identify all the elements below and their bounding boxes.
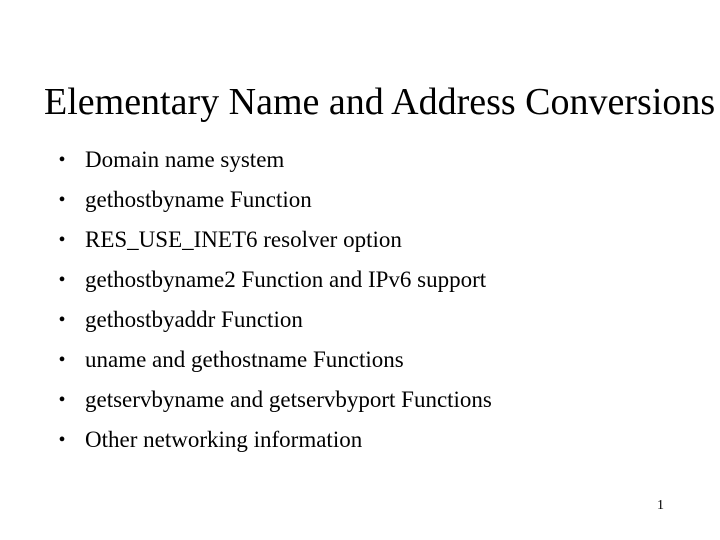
bullet-point-icon: • <box>58 309 66 331</box>
list-item-label: RES_USE_INET6 resolver option <box>85 227 402 252</box>
list-item[interactable]: • gethostbyname Function <box>50 180 690 220</box>
list-item[interactable]: • Domain name system <box>50 140 690 180</box>
list-item[interactable]: • uname and gethostname Functions <box>50 340 690 380</box>
list-item-label: uname and gethostname Functions <box>85 347 404 372</box>
list-item-label: getservbyname and getservbyport Function… <box>85 387 492 412</box>
bullet-point-icon: • <box>58 429 66 451</box>
list-item-label: gethostbyname Function <box>85 187 312 212</box>
page-title: Elementary Name and Address Conversions <box>44 81 716 124</box>
list-item[interactable]: • Other networking information <box>50 420 690 460</box>
list-item-label: gethostbyname2 Function and IPv6 support <box>85 267 487 292</box>
bullet-point-icon: • <box>58 389 66 411</box>
bullet-point-icon: • <box>58 149 66 171</box>
bullet-point-icon: • <box>58 189 66 211</box>
list-item-label: Domain name system <box>85 147 285 172</box>
page-number: 1 <box>657 498 664 513</box>
list-item[interactable]: • gethostbyname2 Function and IPv6 suppo… <box>50 260 690 300</box>
list-item[interactable]: • RES_USE_INET6 resolver option <box>50 220 690 260</box>
bullet-point-icon: • <box>58 269 66 291</box>
list-item[interactable]: • gethostbyaddr Function <box>50 300 690 340</box>
list-item-label: Other networking information <box>85 427 363 452</box>
bullet-point-icon: • <box>58 349 66 371</box>
bullet-list: • Domain name system • gethostbyname Fun… <box>50 140 690 460</box>
bullet-point-icon: • <box>58 229 66 251</box>
list-item-label: gethostbyaddr Function <box>85 307 303 332</box>
list-item[interactable]: • getservbyname and getservbyport Functi… <box>50 380 690 420</box>
